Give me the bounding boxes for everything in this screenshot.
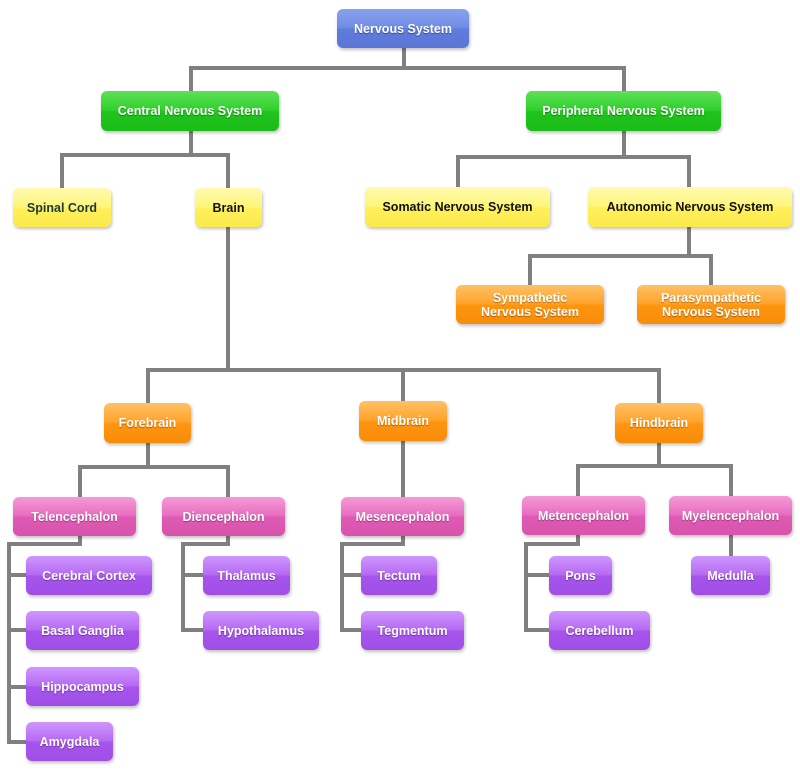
node-metencephalon[interactable]: Metencephalon xyxy=(522,496,645,535)
node-hippocampus[interactable]: Hippocampus xyxy=(26,667,139,706)
node-nervous-system[interactable]: Nervous System xyxy=(337,9,469,48)
node-somatic-nervous-system[interactable]: Somatic Nervous System xyxy=(365,187,550,227)
connector-forebrain xyxy=(78,441,230,498)
node-central-nervous-system[interactable]: Central Nervous System xyxy=(101,91,279,131)
connector-diencephalon xyxy=(181,534,230,632)
connector-metencephalon xyxy=(524,534,580,632)
node-hindbrain[interactable]: Hindbrain xyxy=(615,403,703,443)
node-cerebral-cortex[interactable]: Cerebral Cortex xyxy=(26,556,152,595)
node-basal-ganglia[interactable]: Basal Ganglia xyxy=(26,611,139,650)
node-midbrain[interactable]: Midbrain xyxy=(359,401,447,441)
connector-brain xyxy=(146,225,661,404)
connector-hindbrain xyxy=(576,441,733,498)
node-amygdala[interactable]: Amygdala xyxy=(26,722,113,761)
node-spinal-cord[interactable]: Spinal Cord xyxy=(13,188,111,227)
node-parasympathetic-nervous-system[interactable]: Parasympathetic Nervous System xyxy=(637,285,785,324)
node-hypothalamus[interactable]: Hypothalamus xyxy=(203,611,319,650)
node-peripheral-nervous-system[interactable]: Peripheral Nervous System xyxy=(526,91,721,131)
node-sympathetic-nervous-system[interactable]: Sympathetic Nervous System xyxy=(456,285,604,324)
node-diencephalon[interactable]: Diencephalon xyxy=(162,497,285,536)
node-forebrain[interactable]: Forebrain xyxy=(104,403,191,443)
node-tectum[interactable]: Tectum xyxy=(361,556,437,595)
node-medulla[interactable]: Medulla xyxy=(691,556,770,595)
connector-mesencephalon xyxy=(340,534,405,632)
connector-root-divisions xyxy=(189,46,626,92)
node-pons[interactable]: Pons xyxy=(549,556,612,595)
node-telencephalon[interactable]: Telencephalon xyxy=(13,497,136,536)
node-thalamus[interactable]: Thalamus xyxy=(203,556,290,595)
connector-telencephalon xyxy=(7,534,82,744)
connector-cns xyxy=(60,129,230,190)
node-myelencephalon[interactable]: Myelencephalon xyxy=(669,496,792,535)
connector-pns xyxy=(456,129,691,189)
node-brain[interactable]: Brain xyxy=(195,188,262,227)
node-cerebellum[interactable]: Cerebellum xyxy=(549,611,650,650)
node-mesencephalon[interactable]: Mesencephalon xyxy=(341,497,464,536)
node-autonomic-nervous-system[interactable]: Autonomic Nervous System xyxy=(588,187,792,227)
connector-autonomic xyxy=(528,225,713,287)
node-tegmentum[interactable]: Tegmentum xyxy=(361,611,464,650)
